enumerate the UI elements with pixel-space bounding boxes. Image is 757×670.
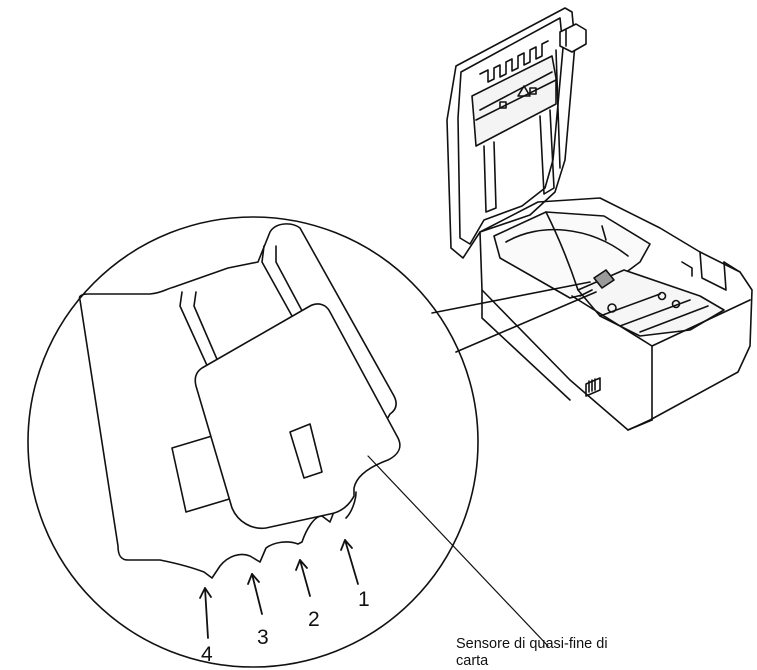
printer-illustration [446,7,753,431]
position-label-1: 1 [358,588,370,611]
callout-line-lower [455,291,597,353]
zoomed-sensor-detail [78,223,401,579]
callout-line-upper [431,281,591,314]
printer-body [479,197,753,431]
position-label-3: 3 [257,626,269,649]
sensor-caption-line-1: Sensore di quasi-fine di [456,636,608,652]
position-label-4: 4 [201,643,213,666]
back-plate [78,223,397,579]
arrow-1 [344,539,359,585]
magnifier-circle [27,216,479,668]
arrow-3 [251,573,263,615]
position-arrows [199,539,359,639]
arrow-2 [299,559,311,597]
position-label-2: 2 [308,608,320,631]
sensor-lever [194,303,401,530]
printer-lid [446,7,576,259]
sensor-caption-line-2: carta [456,653,489,669]
caption-leader-line [367,455,549,647]
magnifier [27,216,597,668]
near-end-sensor-marker [593,269,615,289]
arrow-4 [204,587,209,639]
lever-window [289,423,323,479]
